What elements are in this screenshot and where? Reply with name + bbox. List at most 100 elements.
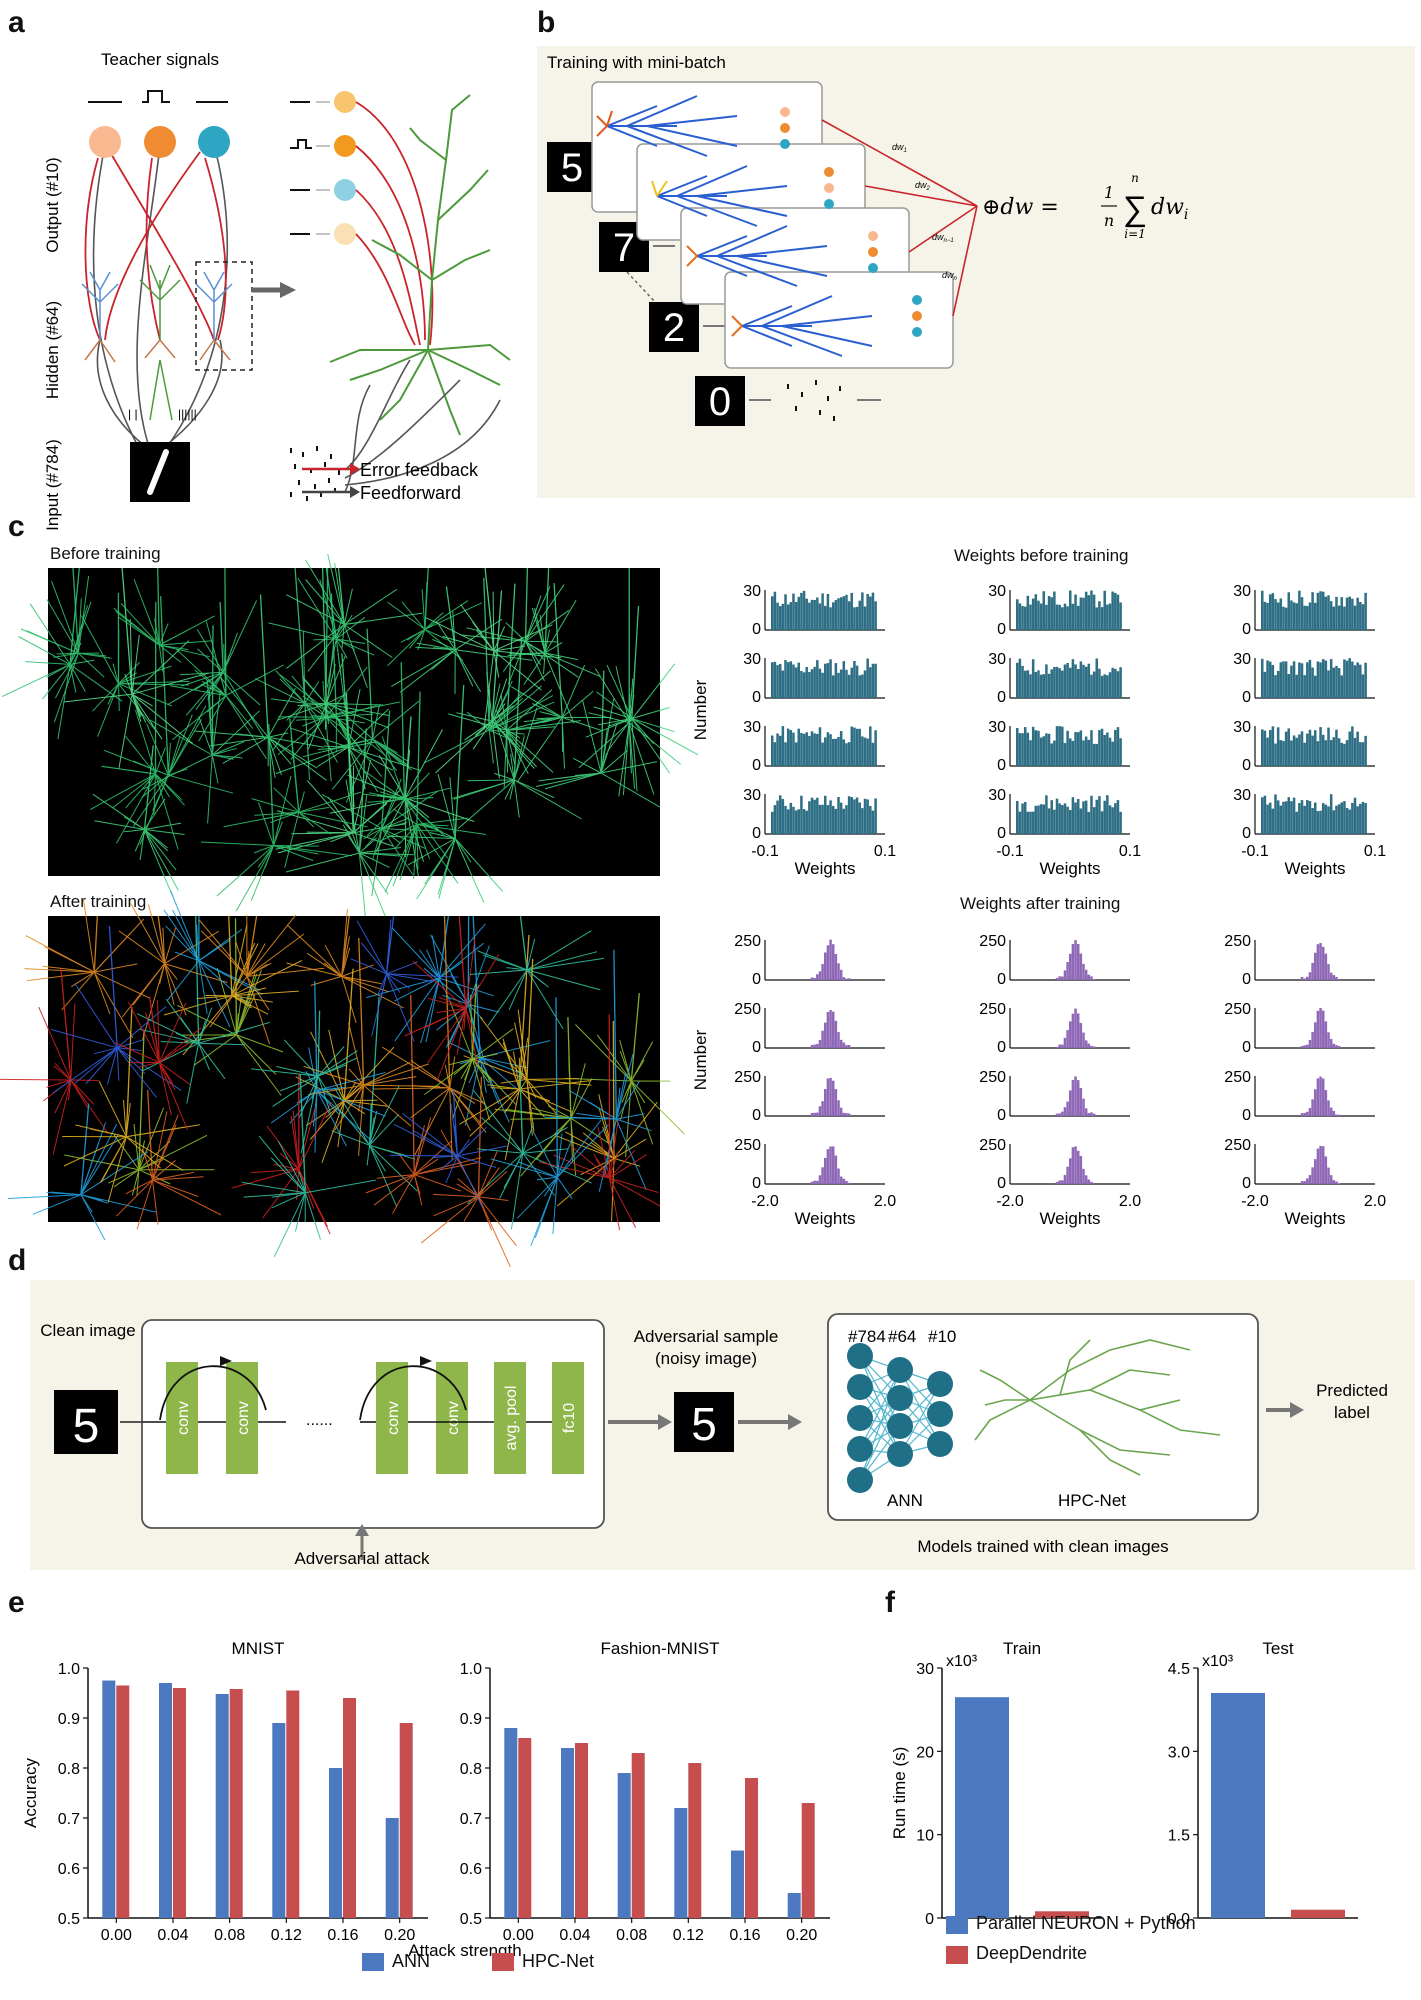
dendrite [94,963,138,973]
hist-bar [1082,801,1085,834]
hist-bar [1343,606,1346,630]
hist-bar [1082,1168,1085,1184]
hist-bar [834,663,838,698]
hist-bar [1029,740,1032,766]
hist-bar [1321,591,1325,630]
hist-bar [1116,800,1120,834]
chart-ytick-label: 0.9 [58,1711,80,1728]
hist-bar [1306,1044,1309,1048]
hist-bar [1087,739,1091,766]
hist-bar [829,1146,832,1184]
hist-ytick-bottom: 0 [1242,1039,1251,1056]
hist-bar [816,1180,819,1184]
dendrite [523,652,546,685]
hist-bar [1037,670,1040,698]
dendrite [616,1118,652,1132]
network-cards [591,81,954,369]
chart-xtick-label: 0.08 [214,1927,245,1944]
dendrite [480,1117,524,1154]
hist-bar [813,1112,816,1116]
histogram-before-2-3: 300 [988,719,1130,774]
hist-bar [1276,602,1280,630]
dendrite [399,824,418,881]
hist-bar [1055,1046,1059,1048]
hist-bar [1069,667,1072,698]
hist-bar [1074,732,1077,766]
hidden-neurons [81,264,233,421]
hist-bar [837,598,840,630]
dendrite [298,1171,306,1193]
apical-dendrite [219,601,224,673]
bar-hpc-net [399,1723,413,1918]
teacher-signal-lines [88,90,228,103]
hist-bar [1090,674,1093,698]
hist-bar [837,1032,840,1048]
hist-bar [1095,799,1099,834]
dendrite [316,1090,347,1147]
hist-bar [1026,811,1030,834]
dendrite [298,791,305,813]
dendrite [414,1087,451,1155]
dendrite [588,712,630,724]
neuron [404,915,500,1081]
hist-bar [1061,1044,1064,1048]
hist-ytick-bottom: 0 [997,1039,1006,1056]
hist-bar [1021,733,1024,766]
dendrite [305,1100,345,1127]
hist-xtick-left: -0.1 [996,843,1024,860]
hist-bar [1034,594,1038,630]
hist-bar [1361,674,1365,698]
dendrite [152,774,169,812]
dendrite [373,1174,415,1206]
hist-bar [1361,742,1365,766]
bar-parallel-neuron-python [1211,1693,1265,1918]
ann-node [927,1371,953,1397]
bar-ann [504,1728,518,1918]
hist-bar [1332,606,1336,630]
dendrite [597,1126,610,1179]
dendrite [158,1062,172,1116]
hist-bar [1063,664,1067,698]
dendrite [251,1068,319,1077]
hist-bar [1111,591,1114,630]
dendrite [457,1126,487,1157]
hist-bar [1335,596,1338,630]
dendrite [431,1155,458,1159]
dendrite [621,1080,632,1103]
dendrite [416,824,419,870]
hist-bar [1087,663,1091,698]
hist-ytick-bottom: 0 [752,1175,761,1192]
hist-bar [831,602,835,630]
neuron [62,1007,200,1203]
hist-bar [1076,1150,1080,1184]
dendrite [129,619,133,695]
hist-bar [776,800,779,834]
hist-bar [1047,673,1051,698]
dendrite [467,945,490,1005]
hist-bar [853,607,856,630]
apical-dendrite [138,1031,145,1170]
dendrite [609,1120,619,1179]
digit-3: 2 [663,306,685,350]
hist-xlabel: Weights [1039,1209,1100,1228]
dendrite [131,693,153,707]
dendrite [506,730,529,775]
apical-dendrite [452,1089,459,1157]
dendrite [609,1177,637,1228]
dendrite [429,832,456,839]
hist-bar [1103,734,1106,766]
dendrite [503,730,508,788]
block-0 [166,1362,198,1474]
dendrite [532,1131,558,1178]
hist-bar [1055,726,1059,766]
apical-dendrite [630,993,640,1082]
hist-bar [1351,661,1354,698]
dendrite [593,1153,610,1179]
hist-bar [1329,659,1333,698]
hist-bar [1308,659,1312,698]
hist-bar [869,596,872,630]
dendrite [423,729,490,764]
hist-ytick-top: 250 [734,1137,761,1154]
